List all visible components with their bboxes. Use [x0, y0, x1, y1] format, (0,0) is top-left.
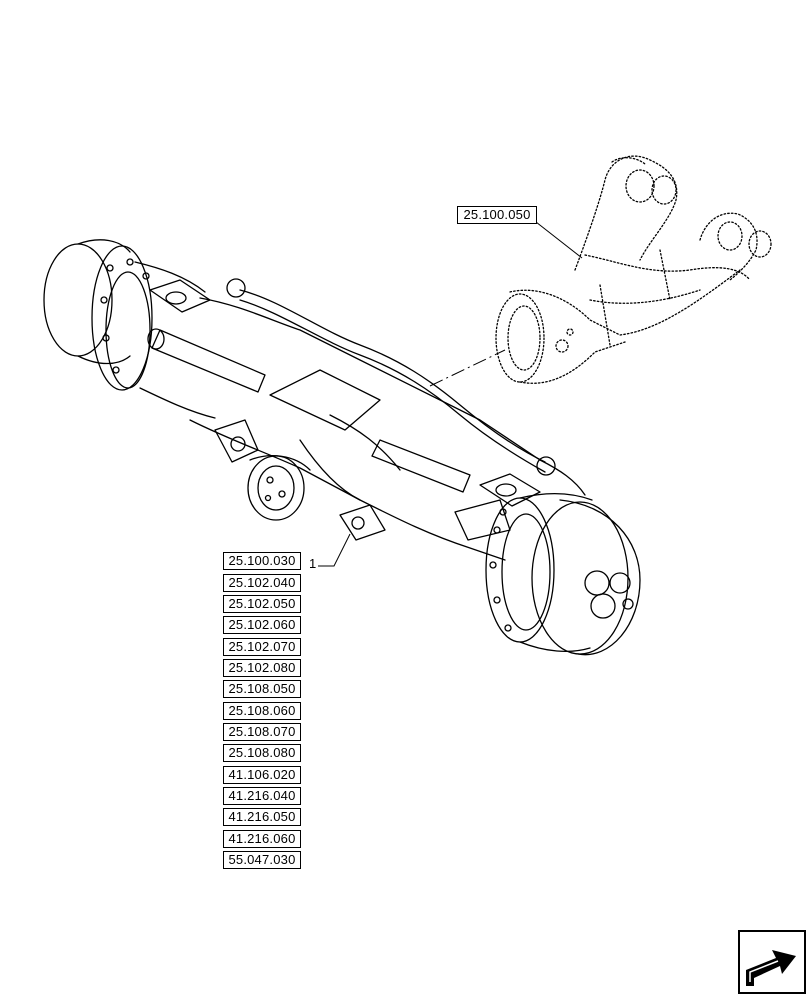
axle-reference-label: 41.216.050 [223, 808, 301, 826]
axle-reference-label: 25.102.040 [223, 574, 301, 592]
next-page-arrow-icon[interactable] [738, 930, 806, 994]
axle-reference-label: 25.108.080 [223, 744, 301, 762]
axle-reference-label: 25.102.060 [223, 616, 301, 634]
axle-assembly-illustration [43, 239, 641, 656]
callout-number: 1 [309, 556, 317, 571]
axle-reference-label: 25.108.050 [223, 680, 301, 698]
axle-reference-label: 55.047.030 [223, 851, 301, 869]
axle-reference-label: 41.106.020 [223, 766, 301, 784]
callout-leader-line [318, 533, 351, 567]
axle-reference-label: 25.100.030 [223, 552, 301, 570]
axle-reference-label: 25.102.050 [223, 595, 301, 613]
support-bracket-illustration [495, 155, 772, 384]
alignment-centerline [429, 349, 506, 387]
axle-reference-label: 41.216.060 [223, 830, 301, 848]
axle-reference-label: 25.102.070 [223, 638, 301, 656]
bracket-reference-label: 25.100.050 [457, 206, 537, 224]
axle-reference-label: 25.108.070 [223, 723, 301, 741]
axle-reference-label: 25.102.080 [223, 659, 301, 677]
axle-reference-label: 25.108.060 [223, 702, 301, 720]
axle-reference-label: 41.216.040 [223, 787, 301, 805]
bracket-leader-line [535, 221, 583, 259]
